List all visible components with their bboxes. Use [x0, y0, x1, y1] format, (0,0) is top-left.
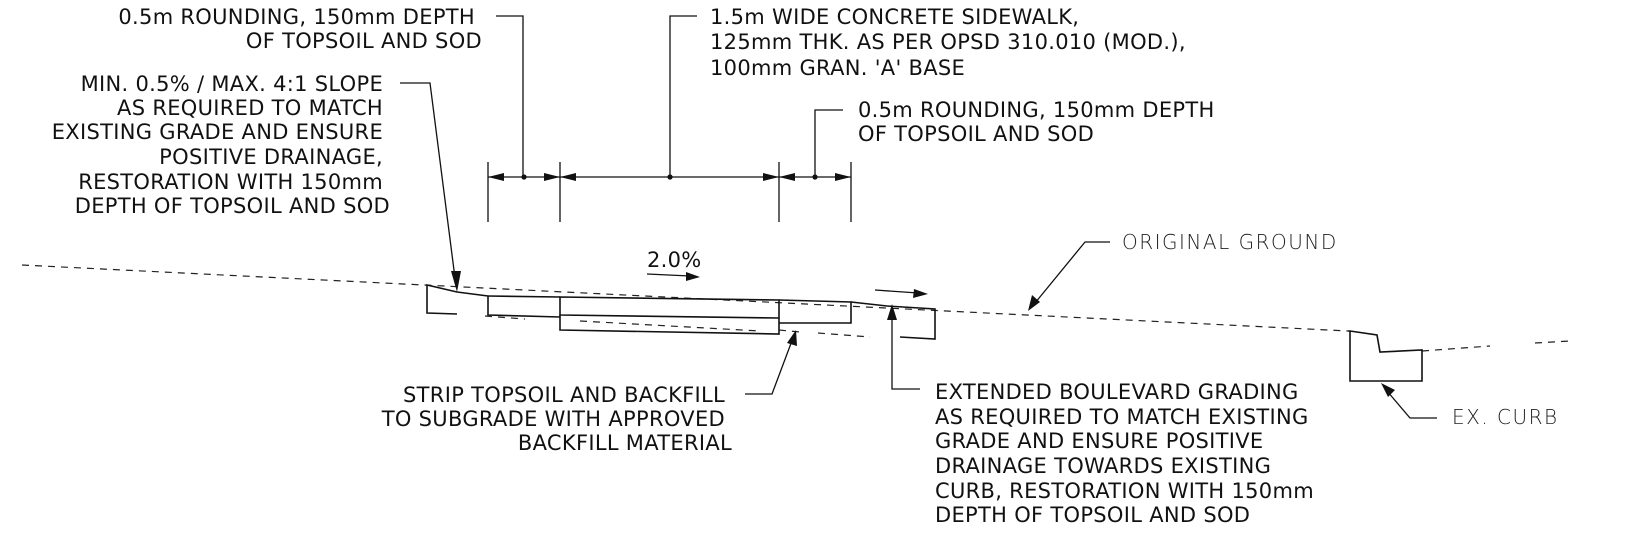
rounding-right-note: 0.5m ROUNDING, 150mm DEPTH OF TOPSOIL AN… — [858, 98, 1222, 146]
rounding-left-note: 0.5m ROUNDING, 150mm DEPTH OF TOPSOIL AN… — [118, 5, 482, 53]
sidewalk-note: 1.5m WIDE CONCRETE SIDEWALK, 125mm THK. … — [710, 5, 1193, 80]
grade-arrows — [646, 272, 928, 298]
strip-topsoil-note: STRIP TOPSOIL AND BACKFILL TO SUBGRADE W… — [381, 383, 732, 455]
boulevard-grading-note: EXTENDED BOULEVARD GRADING AS REQUIRED T… — [935, 380, 1321, 527]
existing-curb — [1348, 330, 1423, 382]
grade-percent-label: 2.0% — [647, 248, 702, 272]
slope-note: MIN. 0.5% / MAX. 4:1 SLOPE AS REQUIRED T… — [52, 72, 390, 218]
sidewalk-section — [426, 283, 936, 340]
dimension-line — [487, 162, 852, 222]
leader-lines — [400, 15, 1437, 419]
original-ground-label: ORIGINAL GROUND — [1122, 230, 1338, 254]
ex-curb-label: EX. CURB — [1452, 405, 1559, 429]
